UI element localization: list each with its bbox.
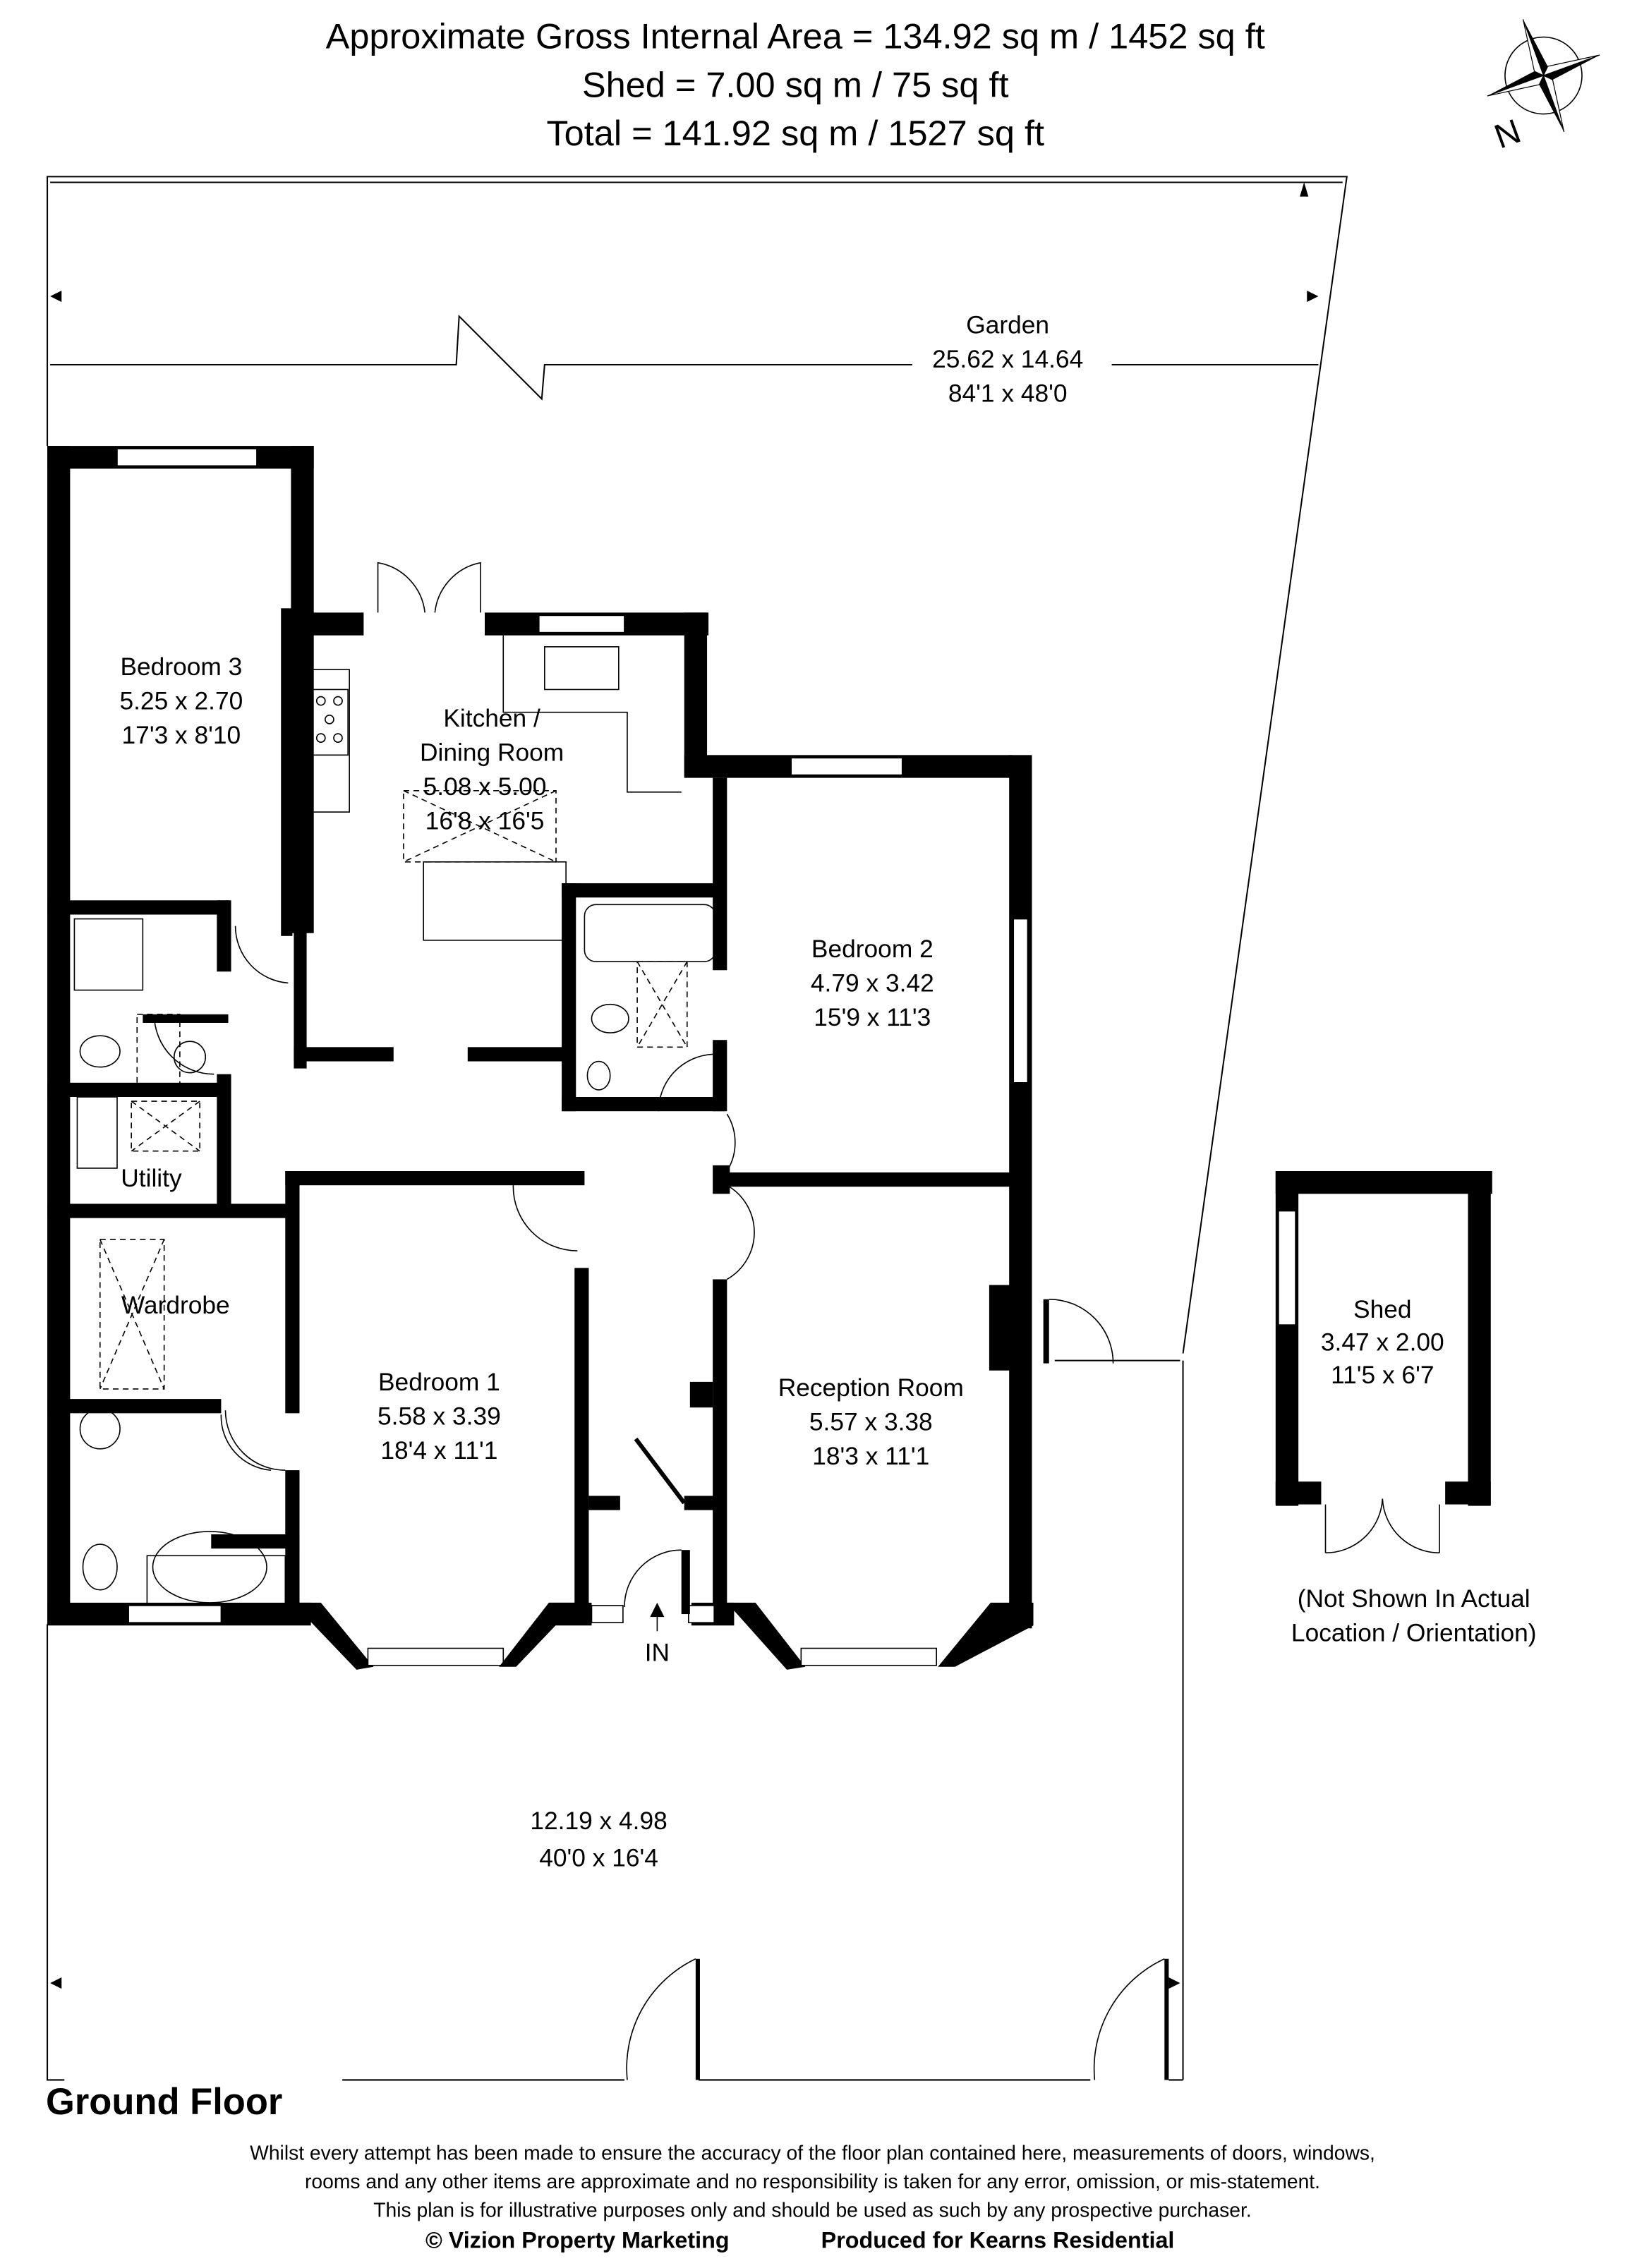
shed-note-line2: Location / Orientation) [1291, 1619, 1537, 1647]
toilet-icon [591, 1003, 629, 1033]
basin-icon-2 [173, 1041, 207, 1074]
kitchen-name-line1: Kitchen / [443, 705, 540, 732]
compass-icon [1487, 19, 1600, 132]
toilet-icon-3 [82, 1544, 118, 1591]
produced-for-text: Produced for Kearns Residential [821, 2228, 1175, 2253]
kitchen-metric: 5.08 x 5.00 [423, 773, 547, 801]
compass-north-label: N [1490, 112, 1526, 157]
wardrobe-name: Wardrobe [121, 1292, 230, 1319]
front-metric: 12.19 x 4.98 [530, 1807, 667, 1835]
house-walls [47, 446, 1034, 1670]
reception-imperial: 18'3 x 11'1 [812, 1443, 929, 1470]
bedroom3-name: Bedroom 3 [120, 653, 242, 681]
shed-metric: 3.47 x 2.00 [1321, 1328, 1444, 1356]
bedroom2-metric: 4.79 x 3.42 [811, 970, 934, 997]
toilet-icon-2 [79, 1035, 121, 1068]
garden-imperial: 84'1 x 48'0 [948, 380, 1068, 407]
copyright-text: © Vizion Property Marketing [425, 2228, 730, 2253]
bedroom1-metric: 5.58 x 3.39 [377, 1402, 501, 1430]
fixtures [73, 635, 716, 1605]
bath-icon-2 [152, 1531, 267, 1603]
shed-name: Shed [1353, 1296, 1412, 1323]
garden-boundary [47, 176, 1348, 1354]
disclaimer-line1: Whilst every attempt has been made to en… [250, 2142, 1375, 2164]
garden-metric: 25.62 x 14.64 [932, 346, 1083, 373]
shed-imperial: 11'5 x 6'7 [1331, 1362, 1434, 1389]
disclaimer-line2: rooms and any other items are approximat… [305, 2170, 1320, 2193]
utility-name: Utility [121, 1165, 182, 1192]
kitchen-imperial: 16'8 x 16'5 [425, 807, 545, 835]
floor-title: Ground Floor [46, 2081, 282, 2123]
bedroom2-name: Bedroom 2 [811, 935, 934, 963]
basin-icon [586, 1060, 611, 1091]
garden-name: Garden [966, 312, 1049, 339]
reception-metric: 5.57 x 3.38 [809, 1409, 933, 1436]
shed-note-line1: (Not Shown In Actual [1298, 1585, 1530, 1613]
entrance-label: IN [645, 1639, 670, 1667]
bedroom3-imperial: 17'3 x 8'10 [122, 722, 241, 749]
front-boundary [47, 1359, 1184, 2081]
kitchen-name-line2: Dining Room [420, 739, 564, 766]
shed [1275, 1171, 1492, 1554]
bedroom3-metric: 5.25 x 2.70 [119, 688, 243, 715]
bedroom1-name: Bedroom 1 [378, 1369, 500, 1396]
reception-name: Reception Room [778, 1374, 964, 1402]
front-imperial: 40'0 x 16'4 [539, 1845, 658, 1872]
area-header: Approximate Gross Internal Area = 134.92… [326, 16, 1265, 153]
basin-icon-3 [79, 1408, 121, 1450]
disclaimer-line3: This plan is for illustrative purposes o… [373, 2198, 1251, 2221]
wardrobe-marker [99, 1239, 165, 1390]
bath-icon [584, 904, 716, 962]
bedroom1-imperial: 18'4 x 11'1 [380, 1437, 497, 1465]
shed-area-text: Shed = 7.00 sq m / 75 sq ft [582, 64, 1009, 104]
bedroom2-imperial: 15'9 x 11'3 [814, 1004, 931, 1031]
sink-icon [544, 646, 620, 691]
shower-icon [73, 918, 144, 991]
gross-area-text: Approximate Gross Internal Area = 134.92… [326, 16, 1265, 56]
total-area-text: Total = 141.92 sq m / 1527 sq ft [546, 113, 1044, 153]
hob-icon [310, 689, 349, 756]
utility-sink-icon [76, 1096, 118, 1169]
door-swings [153, 562, 1114, 1471]
